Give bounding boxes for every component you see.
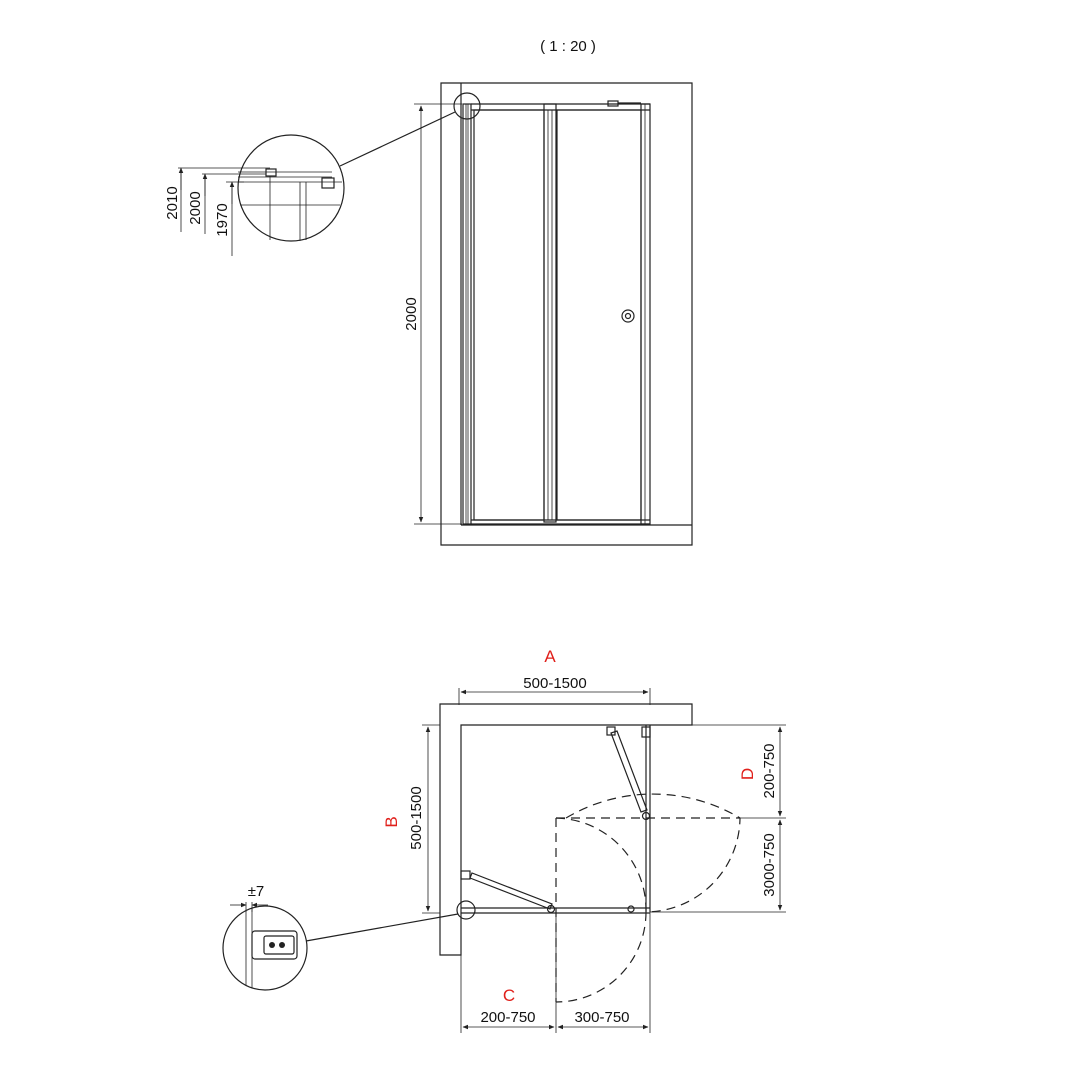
detail-dim-1970: 1970 [214, 203, 231, 236]
door-knob [621, 309, 635, 323]
wall-profile-detail: ±7 [222, 883, 308, 991]
height-value: 2000 [403, 297, 420, 330]
dimension-A: A 500-1500 [458, 647, 651, 705]
plan-view [305, 703, 741, 1003]
range-B: 500-1500 [408, 786, 425, 849]
top-detail-callout: 2010 2000 1970 [164, 134, 345, 256]
label-D: D [738, 768, 757, 780]
detail-dim-2000: 2000 [187, 191, 204, 224]
height-dimension: 2000 [403, 103, 462, 525]
range-A: 500-1500 [523, 675, 586, 692]
label-A: A [544, 647, 556, 666]
range-D-top: 200-750 [761, 743, 778, 798]
label-C: C [503, 986, 515, 1005]
scale-label: ( 1 : 20 ) [540, 38, 596, 55]
range-C-right: 300-750 [574, 1009, 629, 1026]
detail-dim-2010: 2010 [164, 186, 181, 219]
dimension-C: C 200-750 300-750 [460, 912, 651, 1033]
tolerance-value: ±7 [248, 883, 265, 900]
label-B: B [382, 816, 401, 827]
dimension-D: D 200-750 3000-750 [650, 724, 786, 913]
elevation-view [339, 82, 693, 546]
dimension-B: B 500-1500 [382, 724, 440, 914]
range-C-left: 200-750 [480, 1009, 535, 1026]
range-D-bottom: 3000-750 [761, 833, 778, 896]
